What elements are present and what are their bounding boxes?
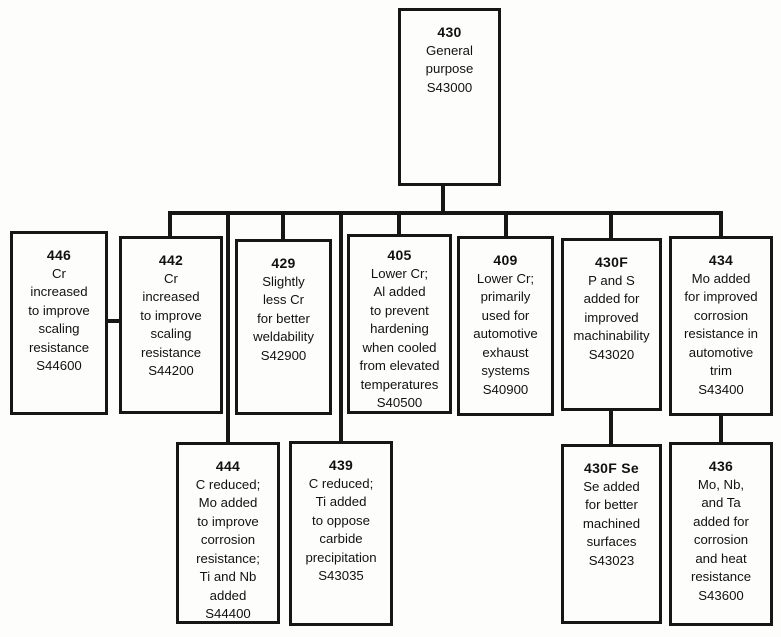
node-description: Lower Cr; Al added to prevent hardening … [359, 265, 440, 392]
connector-drop-429 [281, 213, 285, 241]
connector-430F-430FSe [609, 408, 613, 446]
node-uns-number: S43023 [588, 552, 635, 568]
node-uns-number: S44200 [148, 363, 194, 378]
node-430F: 430F P and S added for improved machinab… [561, 238, 662, 411]
node-436: 436 Mo, Nb, and Ta added for corrosion a… [669, 442, 773, 626]
node-uns-number: S43000 [426, 79, 473, 95]
node-409: 409 Lower Cr; primarily used for automot… [457, 236, 554, 416]
node-uns-number: S44600 [36, 358, 82, 373]
node-uns-number: S43020 [588, 346, 635, 362]
node-description: Mo, Nb, and Ta added for corrosion and h… [690, 476, 752, 585]
connector-root-stub [441, 184, 445, 215]
node-446: 446 Cr increased to improve scaling resi… [10, 231, 108, 415]
node-405: 405 Lower Cr; Al added to prevent harden… [347, 234, 452, 414]
node-uns-number: S43400 [698, 381, 744, 397]
node-uns-number: S43600 [698, 587, 744, 603]
node-uns-number: S40900 [482, 381, 529, 397]
node-430F-Se: 430F Se Se added for better machined sur… [561, 444, 662, 624]
node-description: General purpose [425, 42, 474, 77]
node-434: 434 Mo added for improved corrosion resi… [669, 236, 773, 416]
connector-434-436 [719, 413, 723, 445]
node-grade: 430F Se [583, 460, 640, 476]
node-grade: 444 [215, 458, 241, 474]
node-description: C reduced; Ti added to oppose carbide pr… [305, 475, 377, 565]
node-grade: 429 [271, 255, 296, 271]
node-442: 442 Cr increased to improve scaling resi… [119, 236, 223, 414]
connector-drop-434 [719, 213, 723, 238]
node-444: 444 C reduced; Mo added to improve corro… [176, 442, 280, 624]
node-grade: 409 [493, 252, 518, 268]
node-430: 430 General purpose S43000 [398, 8, 501, 186]
node-grade: 446 [46, 247, 72, 263]
node-grade: 405 [387, 247, 412, 263]
node-grade: 439 [328, 457, 354, 473]
node-description: Mo added for improved corrosion resistan… [683, 270, 759, 379]
node-description: Cr increased to improve scaling resistan… [140, 270, 202, 360]
node-description: Lower Cr; primarily used for automotive … [473, 270, 538, 379]
node-description: P and S added for improved machinability [573, 272, 650, 344]
node-description: Slightly less Cr for better weldability [253, 273, 314, 345]
connector-446-442 [105, 319, 122, 323]
node-uns-number: S40500 [376, 395, 423, 410]
node-description: C reduced; Mo added to improve corrosion… [195, 476, 261, 603]
connector-bus [168, 211, 723, 215]
connector-drop-442 [168, 213, 172, 238]
connector-drop-409 [504, 213, 508, 238]
node-uns-number: S43035 [318, 568, 364, 583]
connector-drop-439 [339, 213, 343, 443]
node-grade: 430F [594, 254, 629, 270]
node-uns-number: S42900 [260, 347, 307, 363]
node-429: 429 Slightly less Cr for better weldabil… [235, 239, 332, 415]
node-description: Cr increased to improve scaling resistan… [28, 265, 90, 355]
node-439: 439 C reduced; Ti added to oppose carbid… [289, 441, 393, 626]
node-uns-number: S44400 [205, 606, 251, 621]
connector-drop-430F [609, 213, 613, 240]
node-grade: 434 [708, 252, 734, 268]
connector-drop-444 [226, 213, 230, 444]
connector-drop-405 [397, 213, 401, 236]
node-grade: 430 [437, 24, 462, 40]
node-grade: 442 [158, 252, 184, 268]
node-description: Se added for better machined surfaces [582, 478, 641, 550]
node-grade: 436 [708, 458, 734, 474]
